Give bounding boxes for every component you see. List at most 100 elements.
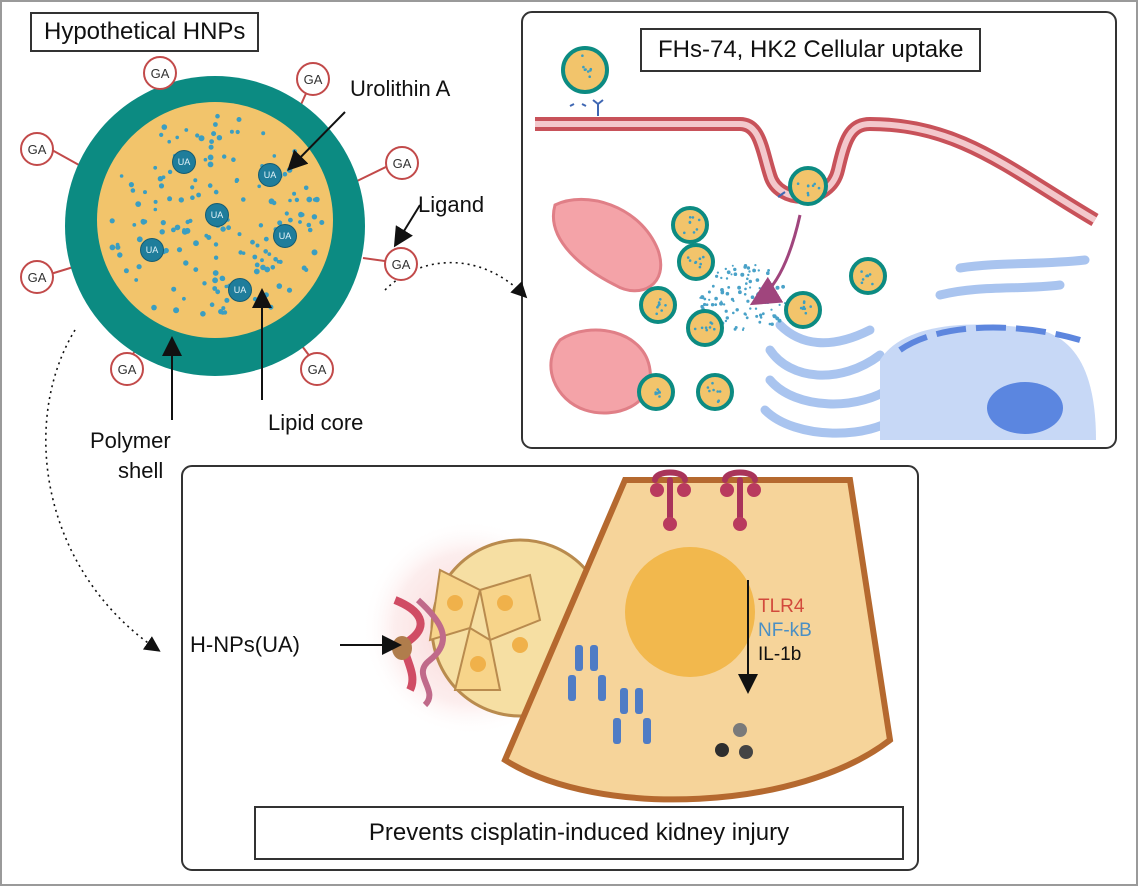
drug-dot (306, 196, 313, 203)
drug-dot (286, 167, 293, 173)
drug-dot (158, 183, 165, 189)
released-drug-dot (760, 291, 763, 295)
urolithin-arrow (287, 111, 346, 171)
released-drug-dot (749, 286, 752, 289)
drug-dot (263, 292, 269, 298)
drug-dot (193, 240, 199, 247)
drug-dot (234, 177, 240, 183)
drug-dot (220, 226, 226, 232)
drug-dot (153, 165, 158, 170)
uptake-title-box: FHs-74, HK2 Cellular uptake (640, 28, 982, 72)
drug-dot (241, 197, 246, 202)
pathway-tlr4: TLR4 (758, 596, 805, 617)
hnp-ua-label: H-NPs(UA) (190, 632, 300, 657)
released-drug-dot (781, 284, 785, 289)
released-drug-dot (721, 290, 725, 293)
ua-molecule: UA (273, 224, 297, 248)
released-drug-dot (714, 296, 718, 301)
conclusion-text: Prevents cisplatin-induced kidney injury (368, 819, 790, 846)
ga-ligand: GA (296, 62, 330, 96)
ga-ligand: GA (20, 260, 54, 294)
drug-dot (135, 201, 142, 208)
drug-dot (213, 242, 219, 247)
drug-dot (263, 236, 269, 242)
drug-dot (161, 175, 166, 180)
drug-dot (123, 268, 129, 274)
mitochondrion-1 (551, 197, 663, 293)
ga-ligand: GA (300, 352, 334, 386)
urolithin-label: Urolithin A (350, 76, 451, 101)
ga-ligand: GA (143, 56, 177, 90)
drug-dot (151, 304, 157, 311)
released-drug-dot (757, 269, 760, 272)
released-drug-dot (734, 326, 738, 329)
ua-molecule: UA (258, 163, 282, 187)
drug-dot (160, 220, 166, 226)
endoplasmic-reticulum (760, 255, 1090, 438)
released-drug-dot (741, 328, 745, 331)
released-drug-dot (744, 287, 747, 291)
ua-label: UA (177, 157, 191, 167)
drug-dot (203, 157, 208, 162)
released-drug-dot (755, 314, 759, 318)
drug-dot (178, 197, 184, 203)
drug-dot (222, 154, 227, 159)
drug-dot (175, 135, 179, 140)
released-drug-dot (740, 272, 745, 277)
drug-dot (292, 149, 298, 154)
released-drug-dot (733, 267, 737, 272)
drug-dot (224, 297, 230, 303)
drug-dot (226, 225, 232, 231)
drug-dot (207, 161, 214, 168)
drug-dot (218, 309, 224, 315)
drug-dot (213, 122, 218, 127)
ua-label: UA (233, 285, 247, 295)
polymer-shell-label-2: shell (118, 458, 164, 483)
drug-dot (294, 197, 300, 203)
uptake-arrow (384, 261, 528, 299)
ua-label: UA (263, 170, 277, 180)
drug-dot (193, 178, 198, 183)
released-drug-dot (747, 273, 750, 277)
drug-dot (224, 284, 229, 289)
released-drug-dot (748, 270, 751, 273)
drug-dot (268, 304, 274, 310)
drug-dot (109, 244, 116, 251)
released-drug-dot (746, 299, 750, 303)
drug-dot (286, 287, 293, 293)
drug-dot (140, 218, 146, 224)
released-drug-dot (720, 300, 723, 303)
released-drug-dot (732, 299, 735, 303)
drug-dot (260, 258, 264, 263)
nanoparticle (849, 257, 887, 295)
released-drug-dot (767, 269, 770, 272)
released-drug-dot (710, 303, 715, 307)
released-drug-dot (715, 274, 719, 278)
drug-dot (304, 267, 309, 272)
nanoparticle (639, 286, 677, 324)
drug-dot (173, 307, 180, 314)
drug-dot (136, 264, 142, 270)
released-drug-dot (774, 296, 778, 301)
drug-dot (307, 227, 313, 233)
drug-dot (276, 259, 281, 264)
released-drug-dot (768, 322, 772, 326)
drug-dot (215, 113, 220, 119)
drug-dot (270, 265, 276, 270)
drug-dot (159, 132, 164, 137)
drug-dot (312, 197, 318, 202)
released-drug-dot (758, 320, 762, 324)
released-drug-dot (700, 295, 705, 300)
tlr4-receptors (652, 469, 758, 523)
drug-dot (258, 223, 264, 228)
drug-dot (202, 281, 207, 286)
drug-dot (220, 276, 226, 282)
drug-dot (319, 220, 325, 225)
drug-dot (176, 247, 183, 253)
drug-dot (255, 243, 260, 248)
drug-dot (182, 296, 186, 301)
drug-dot (143, 190, 147, 195)
ua-molecule: UA (172, 150, 196, 174)
drug-dot (196, 192, 202, 198)
drug-dot (229, 129, 234, 134)
